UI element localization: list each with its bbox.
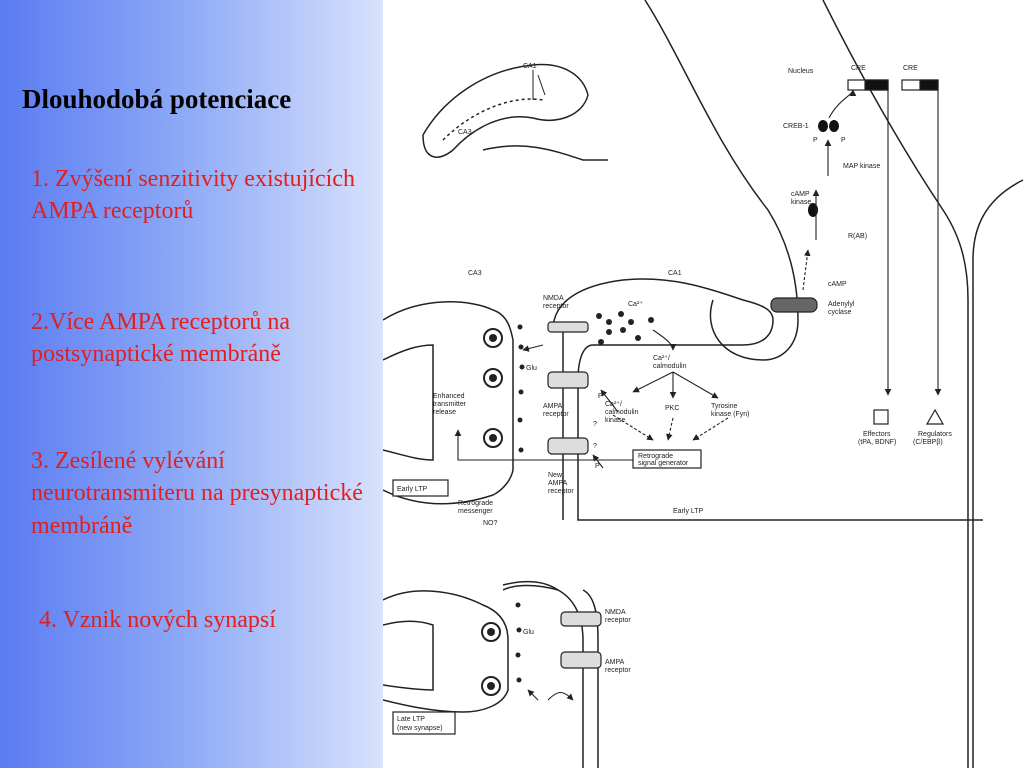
point-4: 4. Vznik nových synapsí: [39, 607, 276, 633]
creb1-label: CREB-1: [783, 123, 809, 130]
map-kinase-label: MAP kinase: [843, 163, 880, 170]
effector-square: [873, 409, 889, 425]
glu-b-label: Glu: [523, 629, 534, 636]
enhanced-label-3: release: [433, 409, 456, 416]
tyrosine-label-2: kinase (Fyn): [711, 411, 750, 418]
nmda-b-label-1: NMDA: [605, 609, 626, 616]
point-3: 3. Zesílené vylévání neurotransmiteru na…: [31, 448, 363, 539]
camp-kinase-label-2: kinase: [791, 199, 811, 206]
hippocampus-outline: [422, 63, 589, 158]
no-label: NO?: [483, 520, 498, 527]
ampa-label-1: AMPA: [543, 403, 563, 410]
retrograde-generator-box: [632, 449, 702, 469]
pkc-label: PKC: [665, 405, 679, 412]
point-2: 2.Více AMPA receptorů na postsynaptické …: [31, 309, 291, 368]
glu-label: Glu: [526, 365, 537, 372]
retro-gen-label-2: signal generator: [638, 460, 689, 467]
synaptic-vesicles-upper: [483, 324, 525, 453]
early-ltp-box-label: Early LTP: [397, 486, 428, 493]
retro-gen-label-1: Retrograde: [638, 453, 673, 460]
point-1: 1. Zvýšení senzitivity existujících AMPA…: [31, 166, 355, 225]
ca3-terminal-lower: [383, 590, 509, 713]
adenylyl-cyclase: [770, 297, 818, 313]
regulator-triangle: [925, 408, 945, 425]
p-label-3: P: [598, 393, 603, 400]
q-label-1: ?: [593, 421, 597, 428]
camp-label: cAMP: [828, 281, 847, 288]
camk-label-3: kinase: [605, 417, 625, 424]
effectors-label-1: Effectors: [863, 431, 891, 438]
enhanced-label-1: Enhanced: [433, 393, 465, 400]
retro-msg-label-1: Retrograde: [458, 500, 493, 507]
hippo-ca3-label: CA3: [458, 129, 472, 136]
ampa-label-2: receptor: [543, 411, 569, 418]
slide-title: Dlouhodobá potenciace: [22, 84, 292, 114]
adenylyl-label-1: Adenylyl: [828, 301, 855, 308]
axon-right-inner: [822, 0, 969, 768]
p-label-1: P: [813, 137, 818, 144]
ca1-spine-lower: [502, 580, 584, 768]
new-ampa-label-1: New: [548, 472, 563, 479]
new-ampa-receptor: [547, 437, 589, 455]
adenylyl-label-2: cyclase: [828, 309, 851, 316]
effectors-label-2: (tPA, BDNF): [858, 439, 896, 446]
nmda-receptor-lower: [560, 611, 602, 627]
camk-label-2: calmodulin: [605, 409, 639, 416]
calcium-ions: [596, 311, 654, 345]
hippo-ca1-label: CA1: [523, 63, 537, 70]
new-ampa-label-3: receptor: [548, 488, 574, 495]
ampa-receptor-upper: [547, 371, 589, 389]
cre-label-2: CRE: [903, 65, 918, 72]
ampa-b-label-2: receptor: [605, 667, 631, 674]
ltp-diagram: CA1 CA3 CA3 CA1 Nucleus CRE CRE CREB-1 P…: [383, 0, 1024, 768]
early-ltp-label: Early LTP: [673, 508, 704, 515]
early-ltp-box: [392, 479, 449, 497]
creb1-dimer: [818, 120, 828, 132]
regulators-label-2: (C/EBPβ): [913, 439, 943, 446]
late-ltp-box: [392, 711, 456, 735]
ampa-b-label-1: AMPA: [605, 659, 625, 666]
late-ltp-label-2: (new synapse): [397, 725, 443, 732]
axon-right-edge: [972, 179, 1024, 768]
enhanced-label-2: transmitter: [433, 401, 467, 408]
nucleus-label: Nucleus: [788, 68, 814, 75]
rab-label: R(AB): [848, 233, 867, 240]
retro-msg-label-2: messenger: [458, 508, 493, 515]
nmda-label-2: receptor: [543, 303, 569, 310]
ca-calmodulin-label-1: Ca²⁺/: [653, 355, 670, 362]
p-label-2: P: [841, 137, 846, 144]
q-label-2: ?: [593, 443, 597, 450]
camp-kinase-label-1: cAMP: [791, 191, 810, 198]
ltp-diagram-svg: CA1 CA3 CA3 CA1 Nucleus CRE CRE CREB-1 P…: [383, 0, 1024, 768]
new-ampa-label-2: AMPA: [548, 480, 568, 487]
late-ltp-label-1: Late LTP: [397, 716, 425, 723]
ca1-spine-upper: [552, 278, 983, 521]
region-ca3-label: CA3: [468, 270, 482, 277]
synaptic-vesicles-lower: [481, 602, 522, 696]
camk-label-1: Ca²⁺/: [605, 401, 622, 408]
ca3-terminal-upper: [383, 301, 514, 505]
region-ca1-label: CA1: [668, 270, 682, 277]
p-label-4: P: [595, 463, 600, 470]
ca-calmodulin-label-2: calmodulin: [653, 363, 687, 370]
regulators-label-1: Regulators: [918, 431, 952, 438]
slide-text-panel: Dlouhodobá potenciace 1. Zvýšení senziti…: [0, 0, 383, 768]
cre-label-1: CRE: [851, 65, 866, 72]
ca2plus-label: Ca²⁺: [628, 301, 643, 308]
tyrosine-label-1: Tyrosine: [711, 403, 738, 410]
ampa-receptor-lower: [560, 651, 602, 669]
nmda-b-label-2: receptor: [605, 617, 631, 624]
nmda-receptor-upper: [547, 321, 589, 333]
nmda-label-1: NMDA: [543, 295, 564, 302]
